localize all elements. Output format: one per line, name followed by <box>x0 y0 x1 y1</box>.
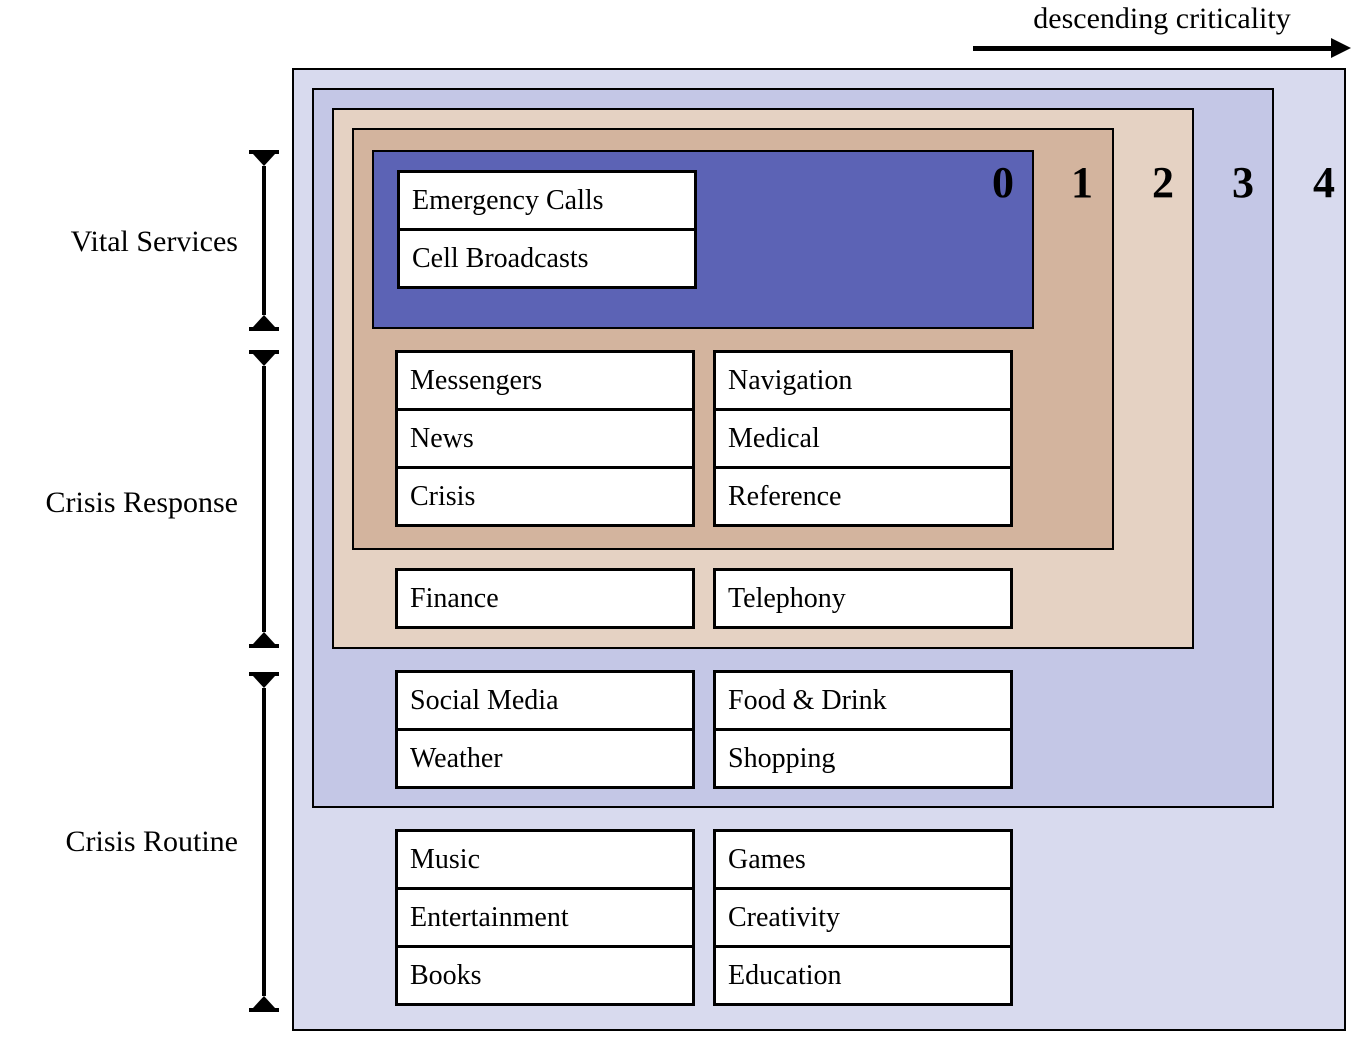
bracket-top-bar <box>249 150 279 154</box>
level-4-number: 4 <box>1313 158 1335 207</box>
category-books: Books <box>395 945 695 1006</box>
bracket-arrow-up-icon <box>253 315 275 327</box>
level-4-category-column-right: Games Creativity Education <box>713 829 1013 1006</box>
level-0-number: 0 <box>992 158 1014 207</box>
level-1-number: 1 <box>1071 158 1093 207</box>
level-3-category-column-right: Food & Drink Shopping <box>713 670 1013 789</box>
level-3-number: 3 <box>1232 158 1254 207</box>
arrow-right-head-icon <box>1331 38 1351 58</box>
level-4-category-column-left: Music Entertainment Books <box>395 829 695 1006</box>
category-education: Education <box>713 945 1013 1006</box>
vital-services-range-bracket <box>249 150 279 331</box>
category-shopping: Shopping <box>713 728 1013 789</box>
group-label-crisis-routine: Crisis Routine <box>65 825 238 858</box>
level-2-number: 2 <box>1152 158 1174 207</box>
bracket-arrow-down-icon <box>253 354 275 366</box>
group-label-vital-services: Vital Services <box>70 225 238 258</box>
category-reference: Reference <box>713 466 1013 527</box>
category-weather: Weather <box>395 728 695 789</box>
category-food-drink: Food & Drink <box>713 670 1013 731</box>
bracket-arrow-up-icon <box>253 996 275 1008</box>
category-finance: Finance <box>395 568 695 629</box>
bracket-top-bar <box>249 672 279 676</box>
bracket-arrow-down-icon <box>253 154 275 166</box>
crisis-routine-range-bracket <box>249 672 279 1012</box>
category-navigation: Navigation <box>713 350 1013 411</box>
bracket-bottom-bar <box>249 327 279 331</box>
level-2-category-column-left: Finance <box>395 568 695 629</box>
category-medical: Medical <box>713 408 1013 469</box>
category-cell-broadcasts: Cell Broadcasts <box>397 228 697 289</box>
category-social-media: Social Media <box>395 670 695 731</box>
bracket-stem <box>262 166 266 315</box>
arrow-right-line <box>973 46 1333 51</box>
bracket-top-bar <box>249 350 279 354</box>
category-messengers: Messengers <box>395 350 695 411</box>
category-entertainment: Entertainment <box>395 887 695 948</box>
bracket-bottom-bar <box>249 1008 279 1012</box>
bracket-arrow-down-icon <box>253 676 275 688</box>
level-1-category-column-right: Navigation Medical Reference <box>713 350 1013 527</box>
level-1-category-column-left: Messengers News Crisis <box>395 350 695 527</box>
bracket-bottom-bar <box>249 644 279 648</box>
category-creativity: Creativity <box>713 887 1013 948</box>
category-crisis: Crisis <box>395 466 695 527</box>
category-emergency-calls: Emergency Calls <box>397 170 697 231</box>
category-music: Music <box>395 829 695 890</box>
bracket-arrow-up-icon <box>253 632 275 644</box>
category-games: Games <box>713 829 1013 890</box>
level-2-category-column-right: Telephony <box>713 568 1013 629</box>
crisis-response-range-bracket <box>249 350 279 648</box>
level-0-category-column: Emergency Calls Cell Broadcasts <box>397 170 697 289</box>
group-label-crisis-response: Crisis Response <box>45 486 238 519</box>
category-telephony: Telephony <box>713 568 1013 629</box>
category-news: News <box>395 408 695 469</box>
descending-criticality-label: descending criticality <box>1033 2 1291 35</box>
bracket-stem <box>262 366 266 632</box>
level-3-category-column-left: Social Media Weather <box>395 670 695 789</box>
bracket-stem <box>262 688 266 996</box>
